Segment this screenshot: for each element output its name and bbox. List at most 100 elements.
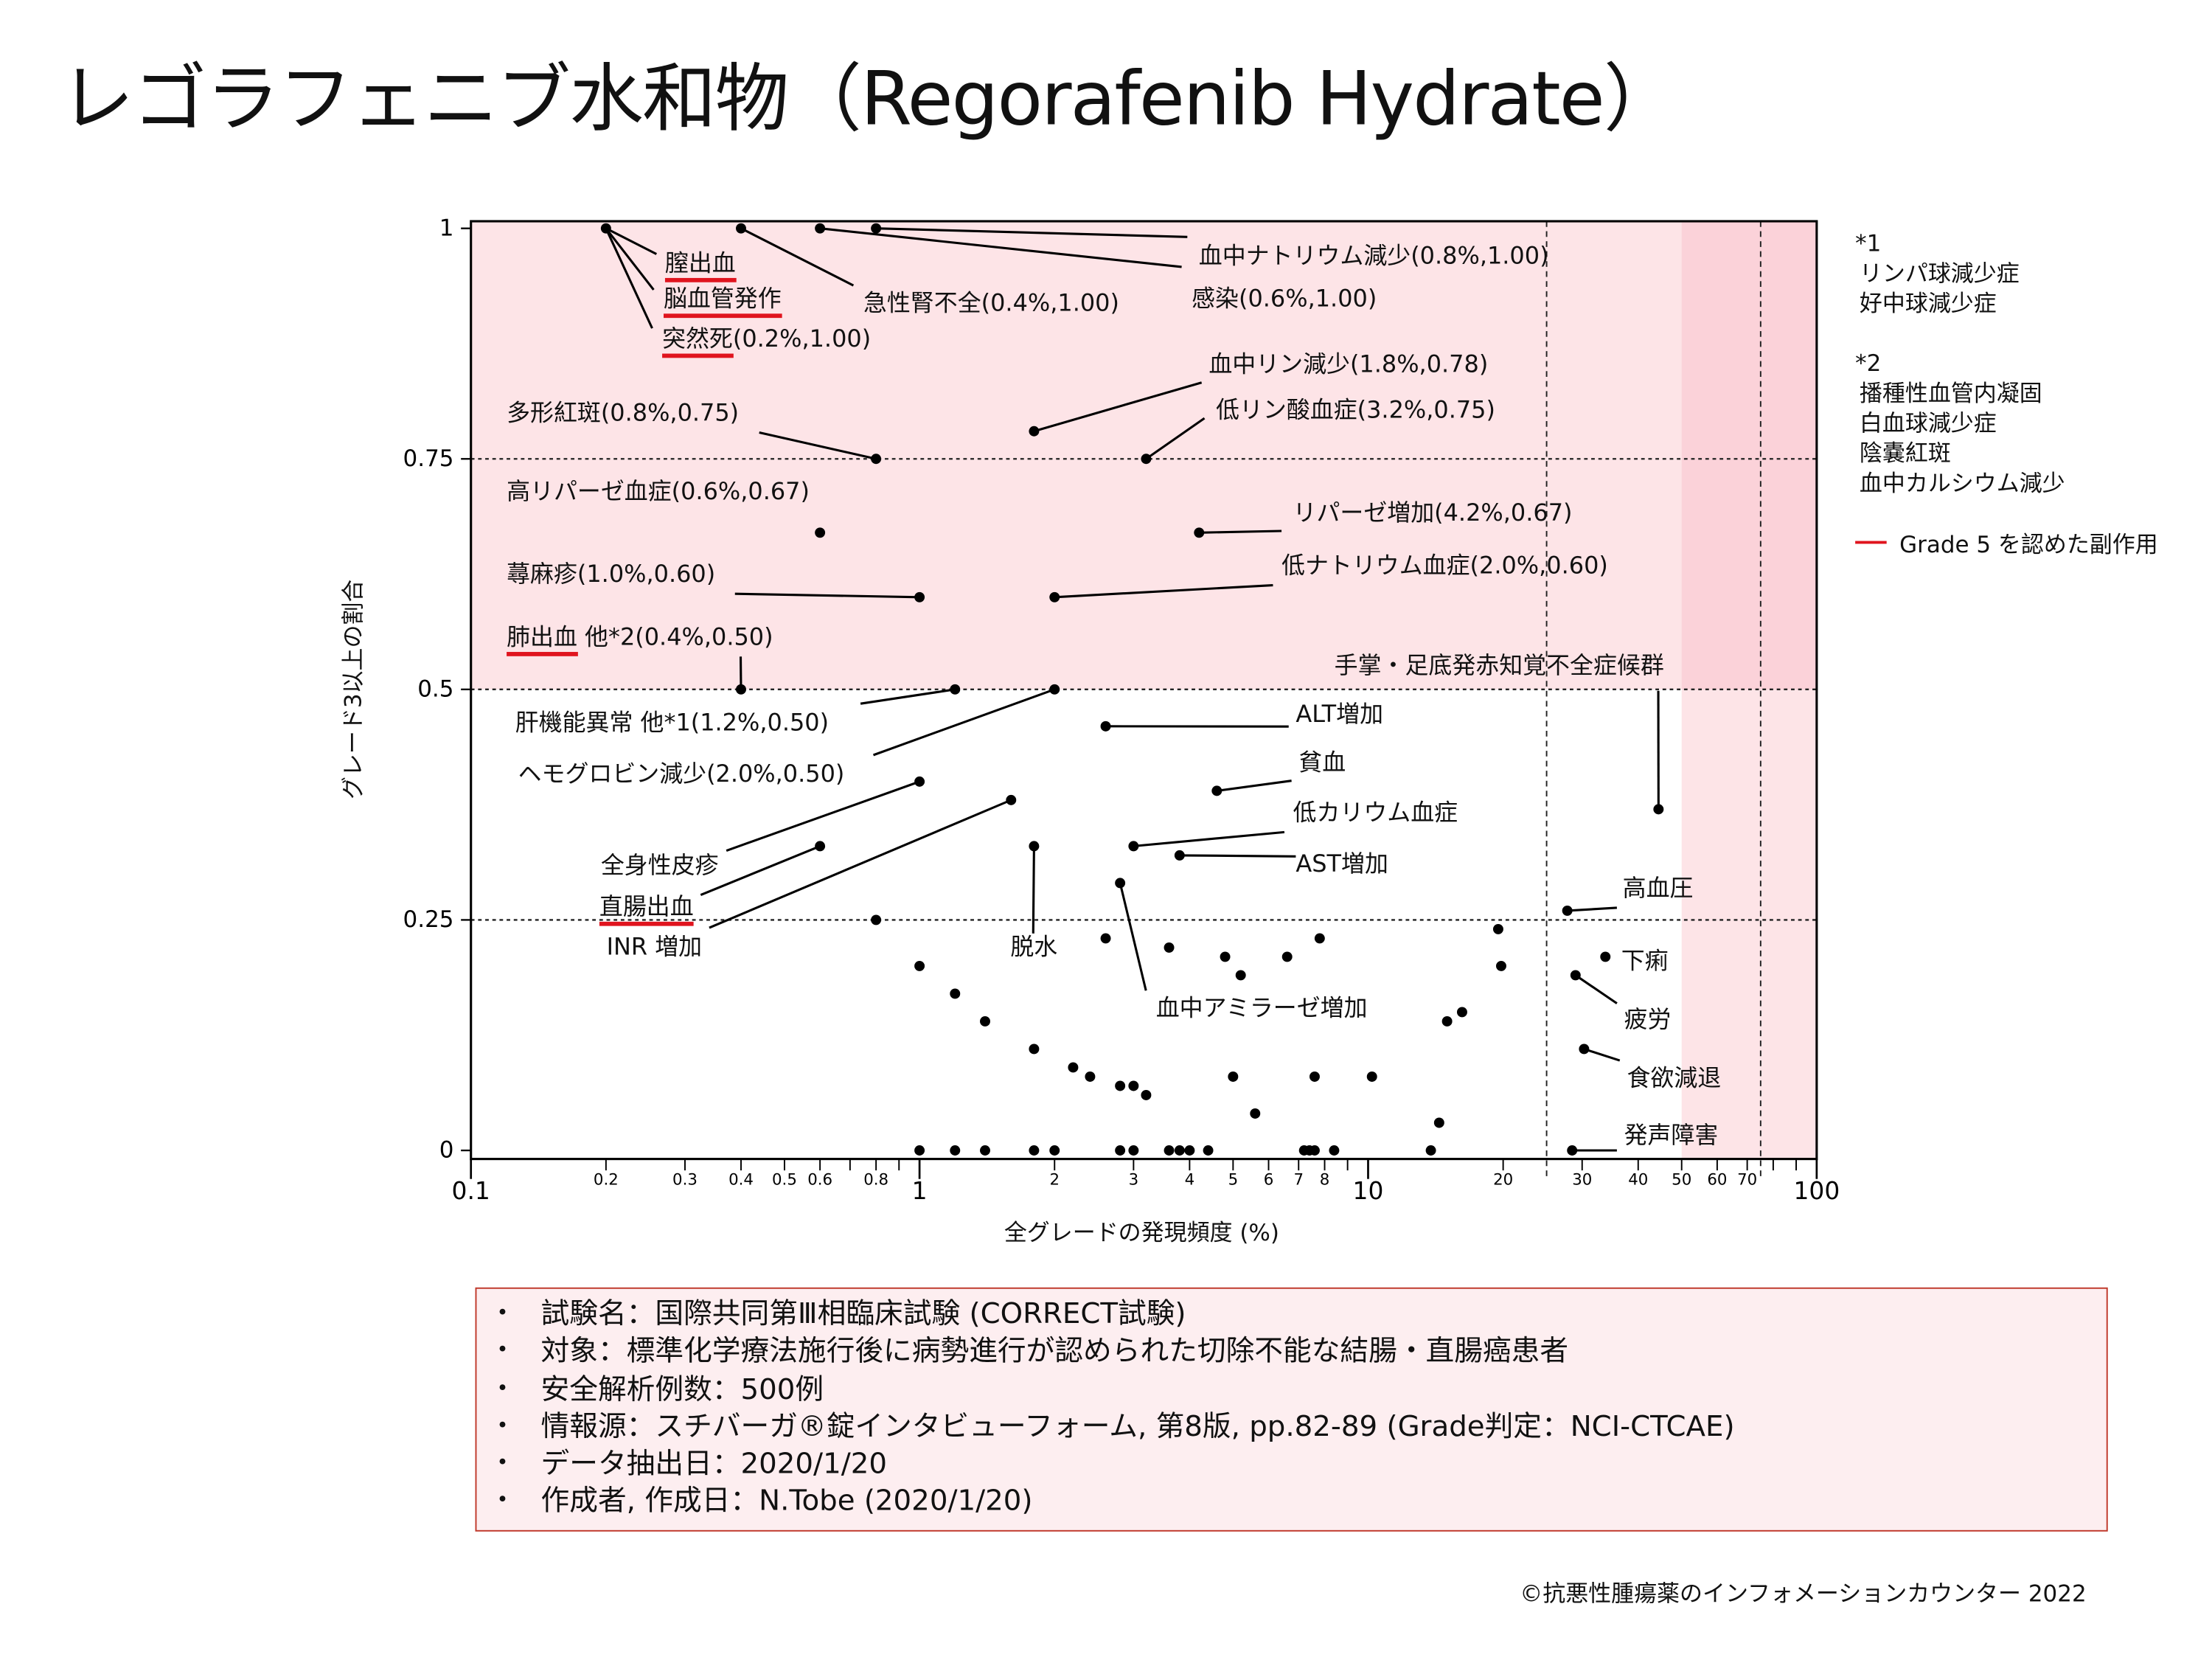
annotation-label: リパーゼ増加(4.2%,0.67) [1293, 502, 1573, 526]
data-point [950, 1145, 960, 1156]
annotation-label: 低リン酸血症(3.2%,0.75) [1216, 399, 1495, 423]
data-point [1367, 1072, 1377, 1082]
info-text: 作成者, 作成日：N.Tobe (2020/1/20) [541, 1482, 1033, 1520]
note1-mark: *1 [1855, 229, 2065, 259]
data-point [1029, 1043, 1039, 1054]
annotation-label: 全身性皮疹 [601, 855, 719, 878]
label-text: 食欲減退 [1627, 1064, 1721, 1091]
x-tick-label: 0.4 [728, 1170, 754, 1189]
data-point [1115, 1145, 1125, 1156]
shade-overlap [1682, 221, 1817, 690]
annotation-label: 直腸出血 [599, 896, 694, 920]
annotation-label: 肝機能異常 他*1(1.2%,0.50) [515, 712, 829, 735]
x-tick-label: 30 [1572, 1170, 1592, 1189]
label-text: 高血圧 [1623, 875, 1694, 902]
annotation-label: 膣出血 [665, 252, 736, 276]
data-point [1600, 951, 1610, 962]
data-point [1029, 426, 1039, 437]
info-row: •安全解析例数：500例 [497, 1369, 2107, 1407]
data-point [1141, 454, 1151, 464]
annotation-label: 高リパーゼ血症(0.6%,0.67) [507, 481, 810, 504]
info-row: •情報源：スチバーガ®錠インタビューフォーム, 第8版, pp.82-89 (G… [497, 1407, 2107, 1445]
data-point [815, 841, 825, 851]
data-point [1128, 1145, 1138, 1156]
annotation-label: 疲労 [1624, 1009, 1672, 1032]
legend-label: Grade 5 を認めた副作用 [1899, 525, 2158, 559]
x-axis-label: 全グレードの発現頻度 (%) [1004, 1213, 1279, 1247]
data-point [815, 527, 825, 538]
data-point [980, 1016, 990, 1027]
label-text: 疲労 [1624, 1006, 1672, 1033]
note2-mark: *2 [1855, 348, 2065, 378]
data-point [1049, 1145, 1060, 1156]
leader-line [1120, 883, 1146, 990]
data-point [1085, 1072, 1095, 1082]
data-point [1434, 1118, 1444, 1128]
y-tick-label: 1 [439, 215, 454, 241]
data-point [914, 1145, 925, 1156]
label-text: 血中ナトリウム減少(0.8%,1.00) [1199, 243, 1549, 270]
leader-line [1568, 908, 1617, 911]
red-line-swatch [1855, 541, 1887, 544]
bullet: • [497, 1445, 541, 1482]
grade5-label: 肺出血 [507, 623, 577, 656]
x-tick-label: 0.3 [672, 1170, 698, 1189]
x-tick-label: 8 [1320, 1170, 1330, 1189]
data-point [1029, 841, 1039, 851]
label-text: 低リン酸血症(3.2%,0.75) [1216, 397, 1495, 424]
x-tick-label: 1 [912, 1176, 928, 1205]
data-point [1457, 1007, 1467, 1017]
annotation-label: AST増加 [1295, 853, 1388, 877]
label-text: 全身性皮疹 [601, 852, 719, 879]
x-tick-label: 5 [1228, 1170, 1239, 1189]
info-row: •試験名：国際共同第Ⅲ相臨床試験 (CORRECT試験) [497, 1294, 2107, 1332]
data-point [1049, 592, 1060, 602]
y-axis-label: グレード3以上の割合 [334, 580, 368, 799]
data-point [736, 223, 746, 234]
leader-line [1217, 781, 1291, 791]
data-point [1101, 933, 1111, 943]
note1-item: リンパ球減少症 [1855, 258, 2065, 288]
data-point [1562, 906, 1573, 916]
label-text: 低ナトリウム血症(2.0%,0.60) [1281, 552, 1608, 580]
info-text: 安全解析例数：500例 [541, 1369, 824, 1407]
note1-item: 好中球減少症 [1855, 288, 2065, 319]
leader-line [709, 800, 1011, 928]
annotation-label: 急性腎不全(0.4%,1.00) [863, 292, 1119, 316]
data-point [1426, 1145, 1436, 1156]
annotation-label: 貧血 [1298, 752, 1346, 776]
data-point [1442, 1016, 1453, 1027]
label-text: 発声障害 [1624, 1122, 1719, 1149]
info-row: •作成者, 作成日：N.Tobe (2020/1/20) [497, 1482, 2107, 1520]
footnotes: *1 リンパ球減少症 好中球減少症 *2 播種性血管内凝固 白血球減少症 陰嚢紅… [1855, 229, 2065, 499]
label-text: AST増加 [1295, 850, 1388, 878]
data-point [1128, 1081, 1138, 1091]
info-row: •データ抽出日：2020/1/20 [497, 1445, 2107, 1482]
data-point [1128, 841, 1138, 851]
data-point [1203, 1145, 1214, 1156]
data-point [1115, 878, 1125, 888]
bullet: • [497, 1332, 541, 1369]
annotation-label: 下痢 [1621, 951, 1669, 974]
label-text: 感染(0.6%,1.00) [1192, 285, 1377, 313]
data-point [1220, 951, 1231, 962]
annotation-label: INR 増加 [607, 936, 703, 959]
x-tick-label: 70 [1737, 1170, 1757, 1189]
annotation-label: 突然死(0.2%,1.00) [662, 328, 871, 352]
label-text: 血中リン減少(1.8%,0.78) [1208, 351, 1488, 378]
x-tick-label: 0.6 [807, 1170, 832, 1189]
label-text: 低カリウム血症 [1293, 799, 1458, 826]
label-text: 脱水 [1010, 933, 1057, 960]
data-point [1579, 1043, 1589, 1054]
data-point [1164, 1145, 1175, 1156]
data-point [1496, 961, 1506, 971]
label-text: 貧血 [1298, 749, 1346, 777]
label-text: INR 増加 [607, 933, 703, 960]
copyright: ©抗悪性腫瘍薬のインフォメーションカウンター 2022 [1520, 1574, 2086, 1608]
data-point [1068, 1063, 1078, 1073]
data-point [1175, 850, 1185, 861]
leader-line [860, 690, 955, 704]
label-text: 肝機能異常 他*1(1.2%,0.50) [515, 709, 829, 736]
data-point [601, 223, 611, 234]
data-point [1315, 933, 1325, 943]
